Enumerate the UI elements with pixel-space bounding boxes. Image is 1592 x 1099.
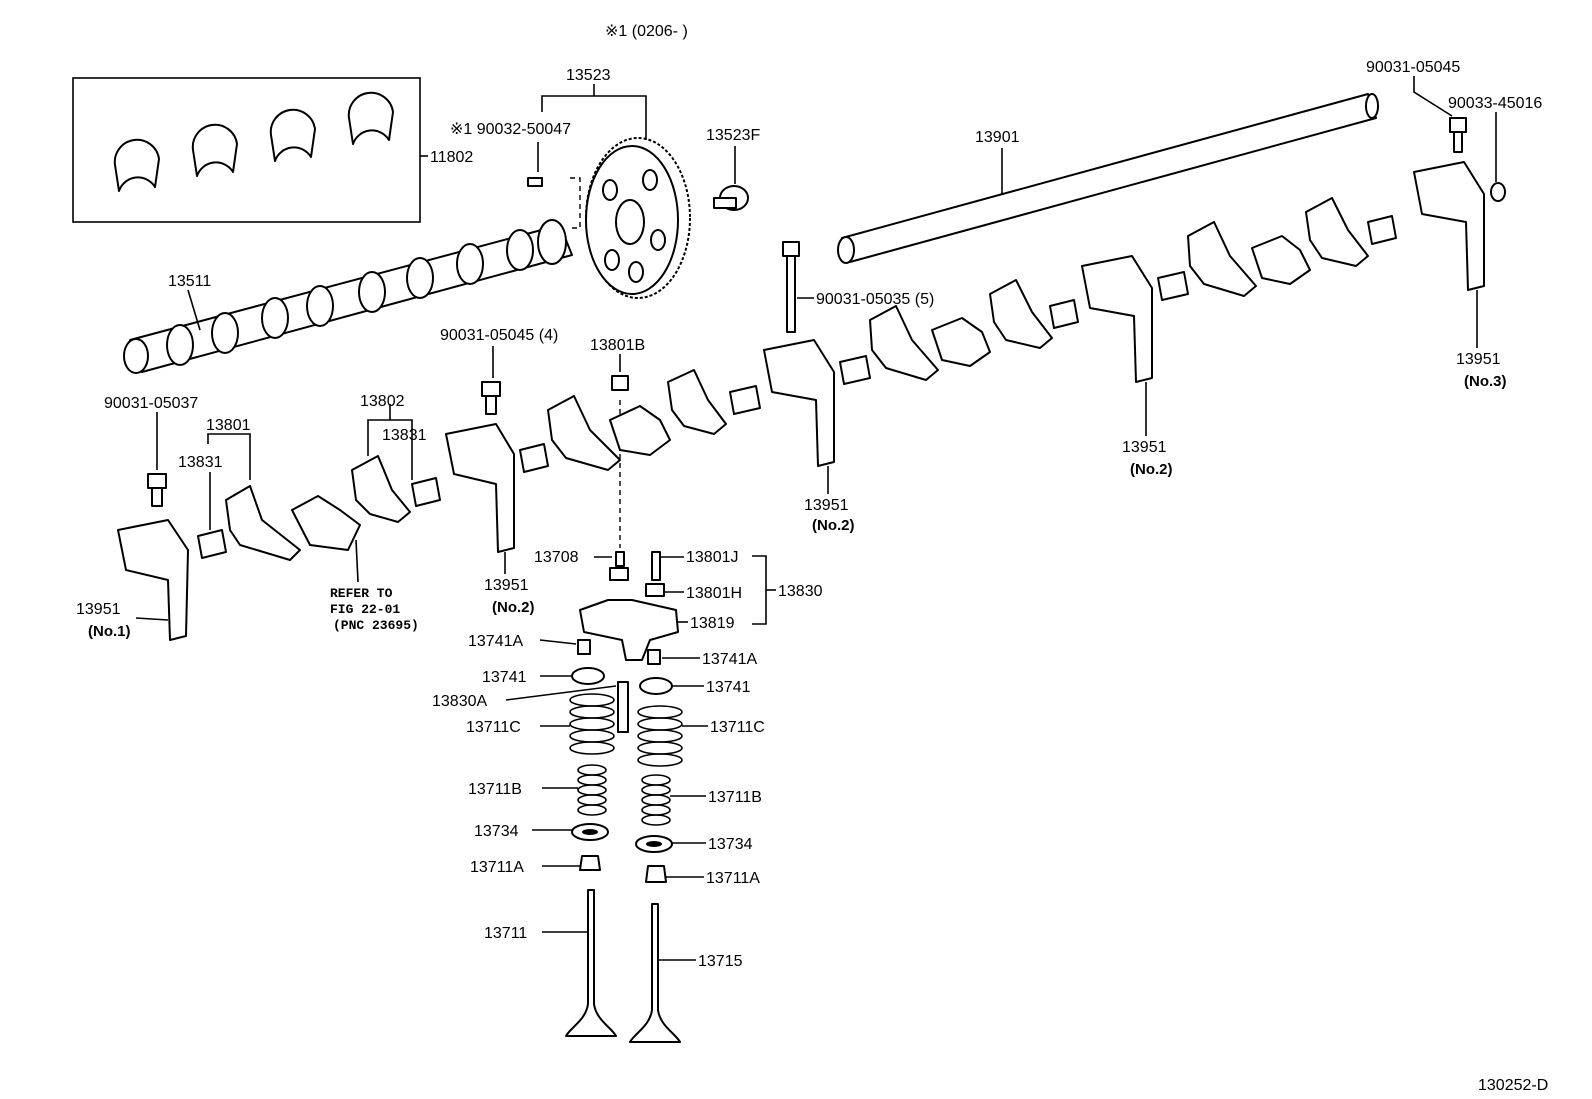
refer-line-2: FIG 22-01 xyxy=(330,602,400,617)
refer-line-3: (PNC 23695) xyxy=(333,618,419,633)
rocker-arms-drawing xyxy=(117,161,1485,641)
label-13951-no2-right-sub: (No.2) xyxy=(1130,461,1173,478)
label-13711A-left: 13711A xyxy=(470,859,524,876)
label-13951-no1-sub: (No.1) xyxy=(88,623,131,640)
label-13802: 13802 xyxy=(360,393,405,410)
figure-id: 130252-D xyxy=(1478,1077,1548,1094)
label-13715: 13715 xyxy=(698,953,743,970)
cam-gear-drawing xyxy=(585,137,691,299)
top-right-bolt-drawing xyxy=(1449,117,1506,202)
bolt-left-drawing xyxy=(147,473,167,507)
label-13801J: 13801J xyxy=(686,549,739,566)
label-90033-45016: 90033-45016 xyxy=(1448,95,1542,112)
label-13901: 13901 xyxy=(975,129,1020,146)
label-90031-05045-top: 90031-05045 xyxy=(1366,59,1460,76)
label-13711C-right: 13711C xyxy=(710,719,765,736)
label-90031-05045-4: 90031-05045 (4) xyxy=(440,327,558,344)
camshaft-drawing xyxy=(123,219,573,374)
label-13801B: 13801B xyxy=(590,337,645,354)
label-13951-no2-center: 13951 xyxy=(804,497,849,514)
knock-pin-drawing xyxy=(527,177,581,229)
label-13819: 13819 xyxy=(690,615,735,632)
label-13708: 13708 xyxy=(534,549,579,566)
label-90031-05035: 90031-05035 (5) xyxy=(816,291,934,308)
label-13951-no2-center-sub: (No.2) xyxy=(812,517,855,534)
label-13951-no2-right: 13951 xyxy=(1122,439,1167,456)
label-13711: 13711 xyxy=(484,925,527,942)
label-13951-no2-left: 13951 xyxy=(484,577,529,594)
label-13831-mid: 13831 xyxy=(382,427,427,444)
label-13951-no1: 13951 xyxy=(76,601,121,618)
gear-hub-drawing xyxy=(713,185,749,211)
label-13951-no3: 13951 xyxy=(1456,351,1501,368)
label-13741A-left: 13741A xyxy=(468,633,523,650)
adjust-nut-drawing xyxy=(611,375,629,548)
label-13831-left: 13831 xyxy=(178,454,223,471)
label-90031-05037: 90031-05037 xyxy=(104,395,198,412)
rocker-shaft-drawing xyxy=(837,93,1379,264)
label-13734-right: 13734 xyxy=(708,836,753,853)
label-13951-no2-left-sub: (No.2) xyxy=(492,599,535,616)
label-13951-no3-sub: (No.3) xyxy=(1464,373,1507,390)
label-13511: 13511 xyxy=(168,273,211,290)
header-note: ※1 (0206- ) xyxy=(605,23,688,40)
label-13711B-left: 13711B xyxy=(468,781,522,798)
label-11802: 11802 xyxy=(430,149,473,166)
refer-line-1: REFER TO xyxy=(330,586,393,601)
label-90032-50047: ※1 90032-50047 xyxy=(450,121,571,138)
label-13801H: 13801H xyxy=(686,585,742,602)
label-13801: 13801 xyxy=(206,417,251,434)
label-13830: 13830 xyxy=(778,583,823,600)
label-13741-left: 13741 xyxy=(482,669,527,686)
bearing-set-drawing xyxy=(72,77,428,223)
label-13741A-right: 13741A xyxy=(702,651,757,668)
label-13711C-left: 13711C xyxy=(466,719,521,736)
long-bolt-drawing xyxy=(782,241,800,333)
label-13523: 13523 xyxy=(566,67,611,84)
label-13711A-right: 13711A xyxy=(706,870,760,887)
label-13830A: 13830A xyxy=(432,693,487,710)
bolt-4-drawing xyxy=(481,381,501,415)
label-13734-left: 13734 xyxy=(474,823,519,840)
label-13741-right: 13741 xyxy=(706,679,751,696)
valve-assembly-drawing xyxy=(565,551,683,1043)
label-13711B-right: 13711B xyxy=(708,789,762,806)
label-13523F: 13523F xyxy=(706,127,760,144)
